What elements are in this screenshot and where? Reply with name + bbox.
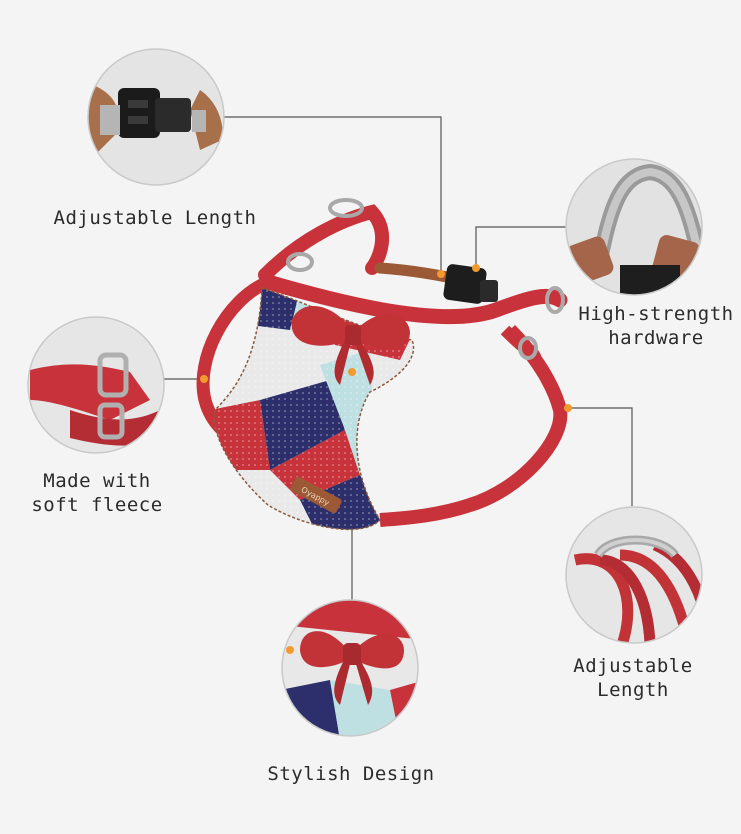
hardware-closeup xyxy=(565,158,703,296)
label-line: hardware xyxy=(608,327,704,349)
harness-product: Oyappy xyxy=(196,198,572,531)
bow xyxy=(291,306,410,385)
callout-line-buckle xyxy=(224,116,442,272)
label-adjustable-length-bottom: Adjustable Length xyxy=(558,654,708,702)
buckle-closeup xyxy=(87,48,225,186)
label-line: Stylish Design xyxy=(267,763,435,785)
callout-line-hardware xyxy=(475,226,566,266)
label-line: High-strength xyxy=(578,303,734,325)
label-line: Made with xyxy=(43,470,151,492)
label-line: soft fleece xyxy=(31,494,163,516)
label-made-with-soft-fleece: Made with soft fleece xyxy=(22,469,172,517)
label-line: Adjustable Length xyxy=(53,207,257,229)
label-line: Length xyxy=(597,679,669,701)
strap-closeup xyxy=(565,506,703,644)
label-stylish-design: Stylish Design xyxy=(246,762,456,786)
bow-closeup xyxy=(281,599,419,737)
label-line: Adjustable xyxy=(573,655,693,677)
callout-line-strap xyxy=(568,407,633,506)
label-adjustable-length-top: Adjustable Length xyxy=(40,206,270,230)
label-high-strength-hardware: High-strength hardware xyxy=(572,302,740,350)
fleece-closeup xyxy=(27,316,165,454)
